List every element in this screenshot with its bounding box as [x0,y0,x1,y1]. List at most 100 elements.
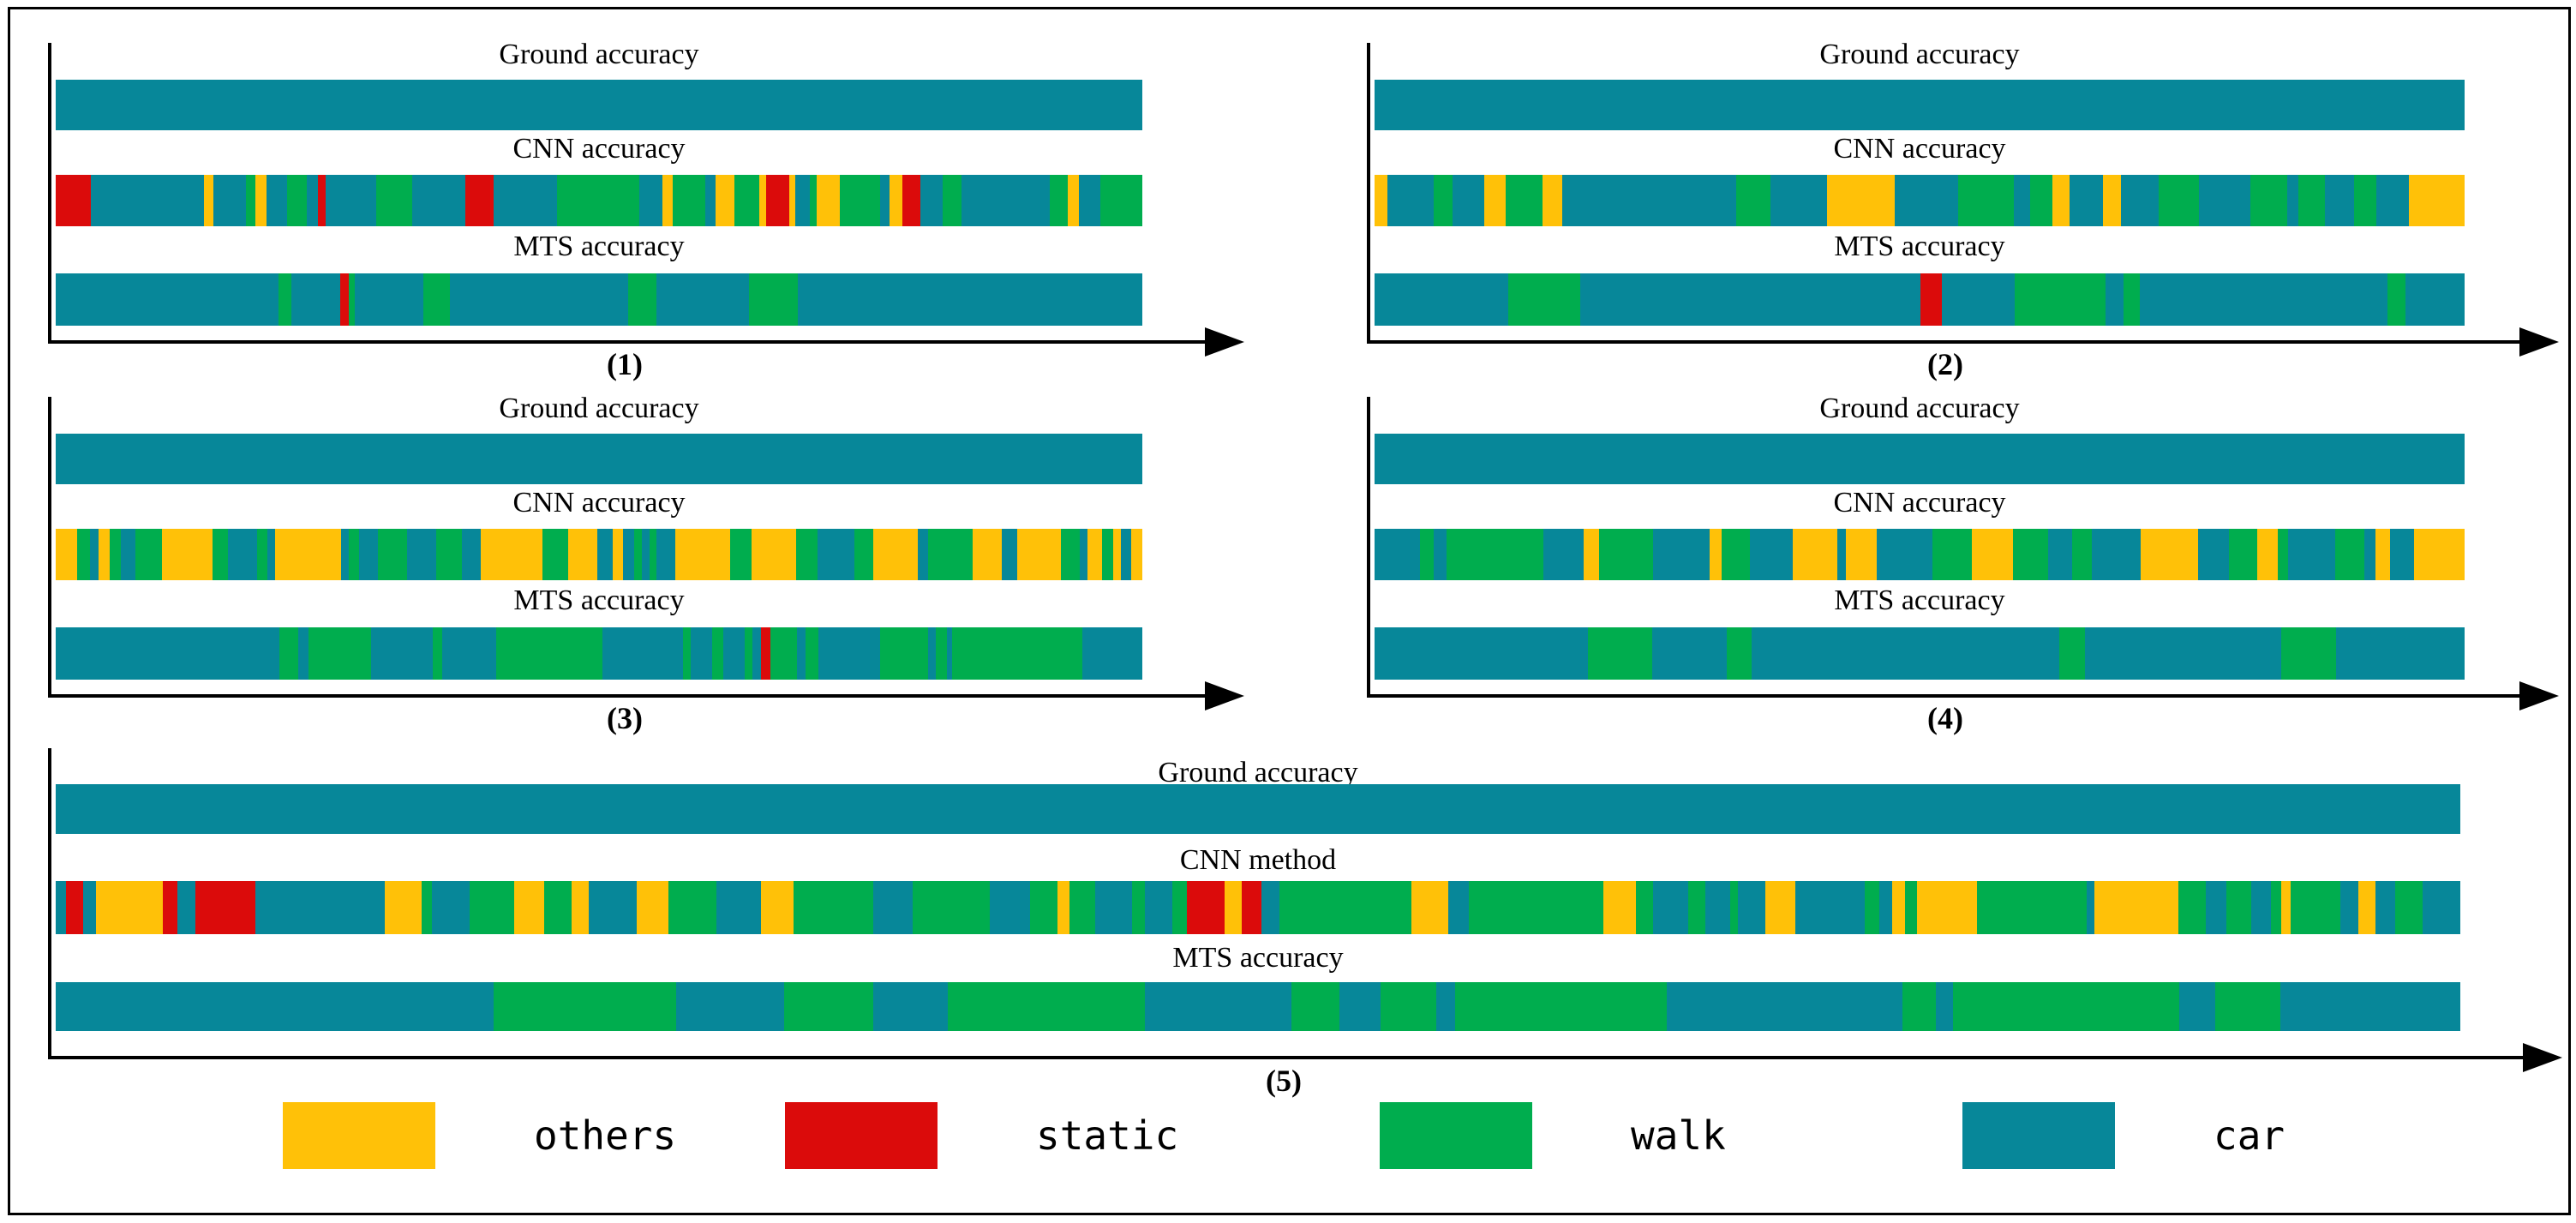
segment-car [326,175,376,226]
y-axis [48,43,51,344]
segment-car [879,175,890,226]
segment-car [307,175,319,226]
segment-car [90,175,204,226]
segment-others [275,529,342,580]
row-label: MTS accuracy [1834,585,2005,616]
legend-swatch-static [785,1102,938,1169]
segment-walk [2124,273,2141,326]
segment-others [514,881,544,934]
segment-others [1112,529,1121,580]
y-axis [1367,397,1370,698]
segment-car [1652,881,1688,934]
segment-static [464,175,494,226]
segment-car [2405,273,2465,326]
segment-walk [436,529,463,580]
segment-others [1224,881,1243,934]
segment-car [462,529,481,580]
segment-walk [1050,175,1068,226]
segment-car [1375,434,2465,484]
segment-car [1078,175,1101,226]
segment-walk [2214,982,2280,1031]
x-axis [1367,694,2521,698]
row-label: Ground accuracy [1158,757,1358,788]
segment-walk [542,529,568,580]
segment-car [2198,175,2250,226]
row-label: CNN accuracy [512,133,686,165]
segment-car [690,627,712,680]
segment-others [760,881,794,934]
segment-car [56,881,66,934]
segment-walk [1599,529,1653,580]
segment-car [213,175,246,226]
segment-walk [1029,881,1057,934]
segment-static [340,273,350,326]
legend-swatch-walk [1380,1102,1532,1169]
segment-walk [649,529,657,580]
timeline-bar [56,175,1143,226]
segment-static [56,175,91,226]
segment-car [412,175,465,226]
segment-walk [880,627,929,680]
segment-others [612,529,624,580]
segment-car [2335,627,2465,680]
x-axis-arrow [2519,681,2559,710]
segment-static [65,881,83,934]
segment-walk [1958,175,2015,226]
segment-car [1387,175,1434,226]
timeline-bar [1375,80,2465,130]
segment-others [56,529,78,580]
segment-others [1971,529,2013,580]
segment-walk [2071,529,2092,580]
segment-car [656,529,675,580]
segment-car [2375,881,2396,934]
segment-walk [1455,982,1668,1031]
legend-label-walk: walk [1631,1112,1726,1159]
timeline-bar [1375,434,2465,484]
segment-walk [2226,881,2251,934]
row-label: MTS accuracy [513,585,685,616]
row-label: MTS accuracy [513,231,685,262]
legend-item-walk: walk [1380,1102,1726,1169]
segment-car [255,881,385,934]
timeline-bar [56,80,1142,130]
segment-walk [1506,175,1543,226]
segment-car [1375,80,2465,130]
segment-car [1120,529,1132,580]
segment-car [120,529,136,580]
segment-others [759,175,766,226]
segment-car [1144,881,1172,934]
segment-walk [1132,881,1145,934]
x-axis-arrow [2519,327,2559,357]
segment-walk [1730,881,1738,934]
segment-others [95,881,164,934]
segment-car [946,627,953,680]
segment-car [407,529,437,580]
segment-car [2423,881,2460,934]
segment-car [1082,627,1143,680]
x-axis [48,694,1207,698]
segment-car [82,881,96,934]
timeline-bar [1375,175,2465,226]
segment-walk [936,627,947,680]
segment-walk [784,982,874,1031]
segment-walk [557,175,640,226]
segment-static [163,881,178,934]
segment-walk [1904,881,1918,934]
segment-car [1770,175,1828,226]
segment-car [917,529,929,580]
timeline-bar [56,529,1142,580]
segment-car [266,175,288,226]
segment-others [1792,529,1837,580]
segment-car [2250,881,2271,934]
segment-car [1667,982,1902,1031]
segment-car [56,434,1142,484]
segment-walk [2354,175,2376,226]
segment-others [1846,529,1877,580]
segment-walk [734,175,759,226]
segment-car [2085,627,2282,680]
segment-car [2287,529,2335,580]
segment-car [2178,982,2215,1031]
segment-others [480,529,542,580]
timeline-bar [56,273,1143,326]
segment-car [1261,881,1279,934]
